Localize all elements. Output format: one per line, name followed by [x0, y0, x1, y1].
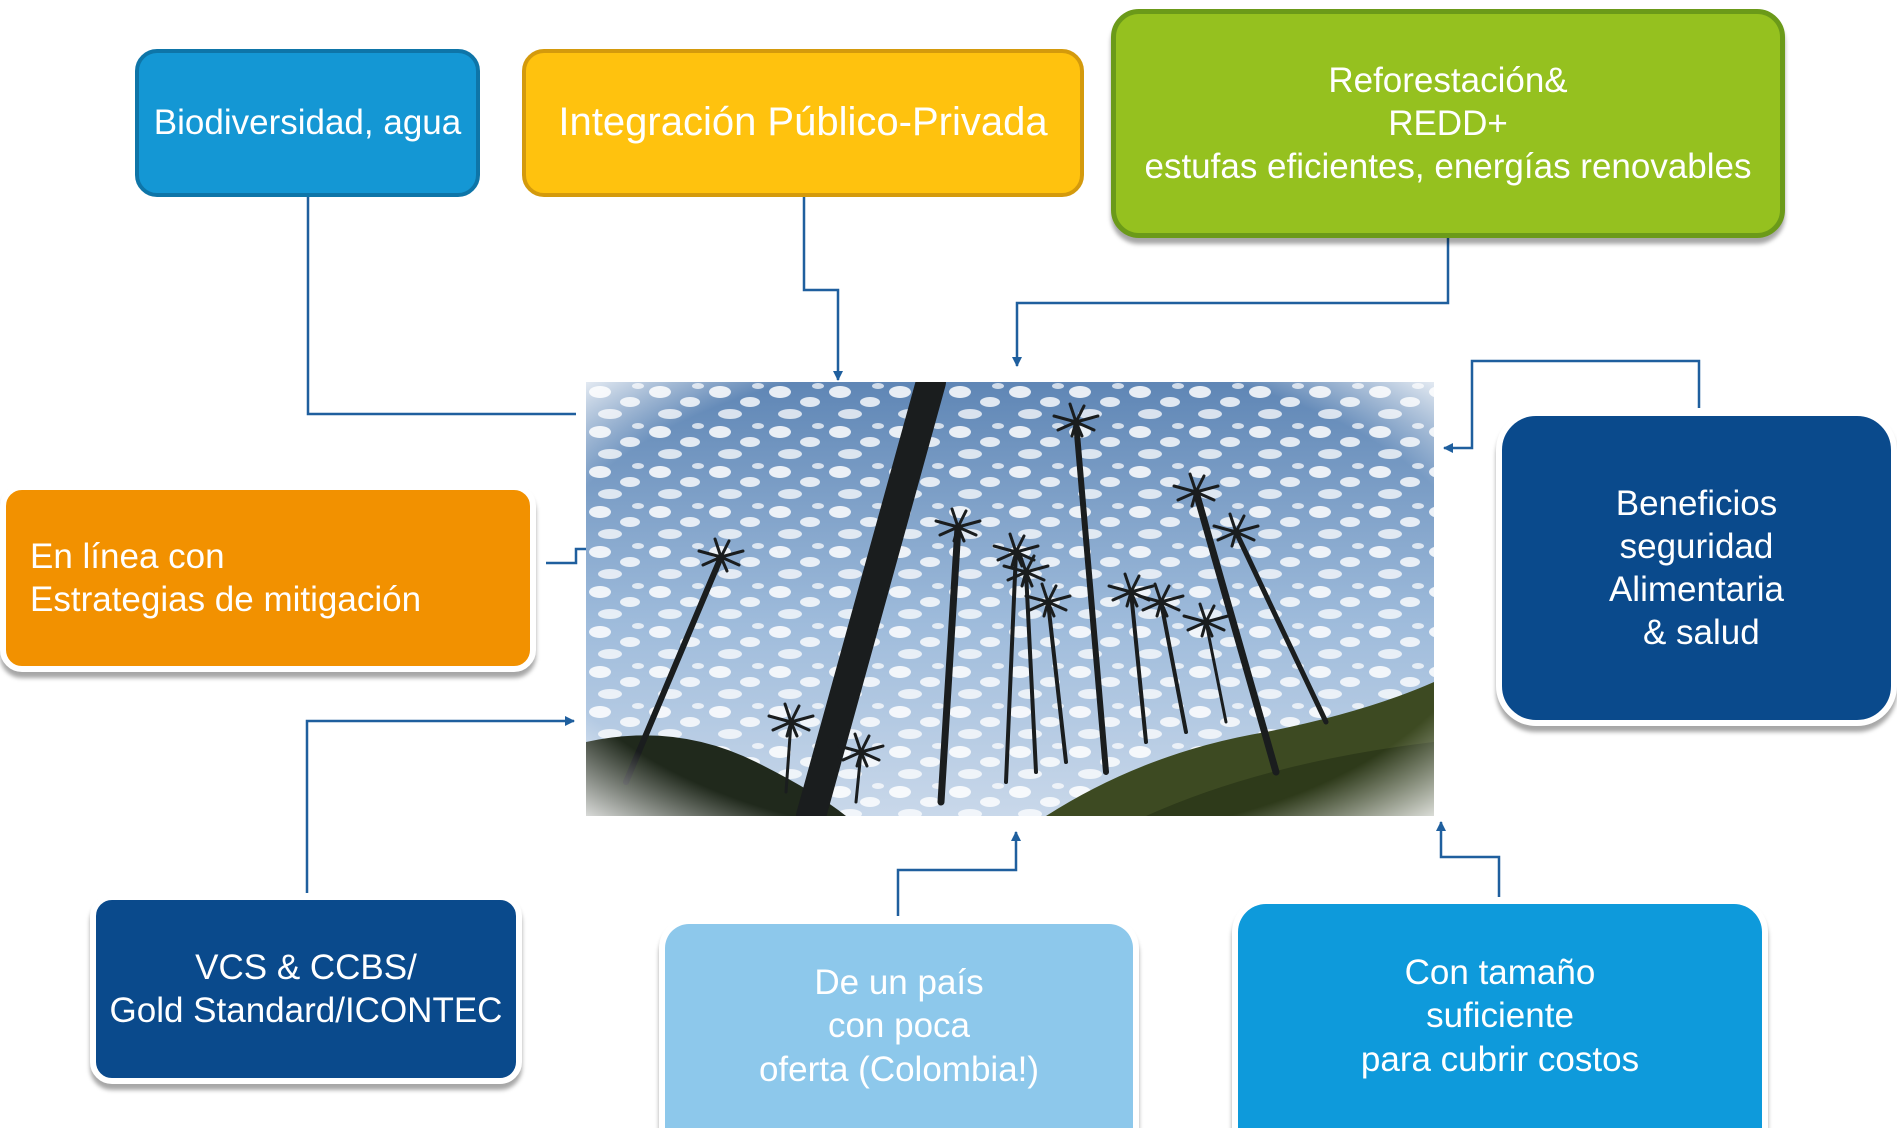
pais-line-1: De un país — [814, 963, 984, 1003]
reforestacion-line-1: Reforestación& — [1328, 60, 1568, 100]
vcs-line-2: Gold Standard/ICONTEC — [109, 991, 503, 1030]
pais-box: De un país con poca oferta (Colombia!) — [659, 918, 1139, 1128]
reforestacion-line-2: REDD+ — [1388, 103, 1508, 143]
integracion-box: Integración Público-Privada — [522, 49, 1084, 197]
connector-tamano — [1436, 821, 1501, 897]
beneficios-line-2: seguridad — [1619, 526, 1774, 566]
tamano-line-2: suficiente — [1426, 996, 1574, 1036]
connector-pais — [896, 831, 1021, 916]
reforestacion-line-3: estufas eficientes, energías renovables — [1144, 147, 1752, 187]
en-linea-line-1: En línea con — [30, 536, 225, 576]
beneficios-box: Beneficios seguridad Alimentaria & salud — [1496, 410, 1897, 726]
reforestacion-box: Reforestación& REDD+ estufas eficientes,… — [1111, 9, 1785, 238]
tamano-line-3: para cubrir costos — [1360, 1039, 1640, 1079]
beneficios-line-3: Alimentaria — [1608, 570, 1785, 609]
tamano-box: Con tamaño suficiente para cubrir costos — [1232, 898, 1768, 1128]
integracion-line-1: Integración Público-Privada — [558, 100, 1048, 145]
wax-palms-photo — [586, 382, 1434, 816]
tamano-line-1: Con tamaño — [1404, 953, 1596, 993]
connector-vcs — [305, 716, 575, 893]
connector-biodiversidad — [306, 197, 576, 416]
vcs-box: VCS & CCBS/ Gold Standard/ICONTEC — [90, 894, 522, 1084]
connector-integracion — [802, 197, 843, 381]
en-linea-line-2: Estrategias de mitigación — [30, 580, 422, 619]
pais-line-2: con poca — [827, 1006, 971, 1046]
pais-line-3: oferta (Colombia!) — [758, 1049, 1040, 1089]
beneficios-line-1: Beneficios — [1615, 483, 1778, 523]
biodiversidad-box: Biodiversidad, agua — [135, 49, 480, 197]
connector-beneficios — [1443, 359, 1701, 453]
en-linea-box: En línea con Estrategias de mitigación — [0, 484, 536, 672]
vcs-line-1: VCS & CCBS/ — [195, 947, 417, 987]
connector-reforestacion — [1012, 238, 1450, 367]
beneficios-line-4: & salud — [1633, 613, 1760, 653]
biodiversidad-line-1: Biodiversidad, agua — [153, 103, 462, 143]
